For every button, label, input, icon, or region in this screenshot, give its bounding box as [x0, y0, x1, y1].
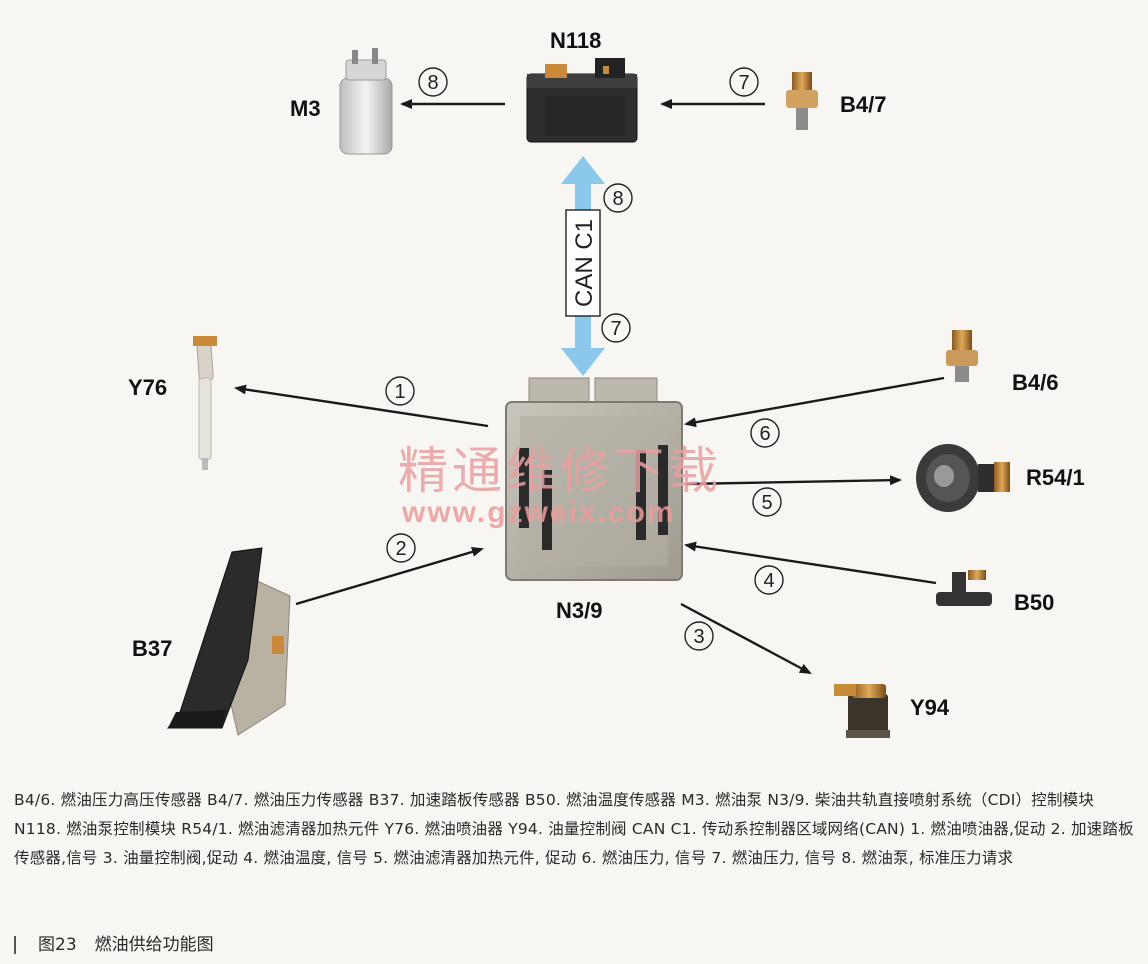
label-y94: Y94: [910, 695, 950, 720]
label-n118: N118: [550, 28, 601, 53]
circle-3: [684, 621, 714, 651]
arrow-signal-3: [680, 602, 812, 675]
figure-title-text: 燃油供给功能图: [94, 935, 214, 955]
circle-6: [750, 418, 780, 448]
title-bar-decoration: [14, 936, 16, 954]
signal-8-can: 8: [612, 188, 623, 210]
watermark-text: 精通维修下载: [398, 442, 722, 500]
circle-4: [754, 565, 784, 595]
signal-5: 5: [761, 492, 772, 514]
fuel-temperature-sensor-b50-image: [936, 570, 992, 606]
figure-number: 图23: [38, 935, 77, 955]
figure-title: 图23 燃油供给功能图: [14, 930, 214, 955]
signal-8-top: 8: [427, 72, 438, 94]
label-r54-1: R54/1: [1026, 465, 1085, 490]
arrow-signal-4: [684, 541, 937, 585]
quantity-control-valve-y94-image: [834, 684, 890, 738]
accelerator-pedal-b37-image: [167, 547, 291, 736]
can-label-box: [565, 209, 601, 317]
signal-4: 4: [763, 570, 774, 592]
fuel-pump-control-module-n118-image: [526, 58, 638, 143]
signal-7-top: 7: [738, 72, 749, 94]
fuel-pressure-sensor-b4-7-image: [786, 72, 818, 130]
circle-2: [386, 533, 416, 563]
figure-caption: B4/6. 燃油压力高压传感器 B4/7. 燃油压力传感器 B37. 加速踏板传…: [14, 791, 1134, 867]
circle-7-can: [601, 313, 631, 343]
can-bus-label: CAN C1: [571, 219, 598, 307]
circle-1: [385, 376, 415, 406]
signal-2: 2: [395, 538, 406, 560]
label-y76: Y76: [128, 375, 167, 400]
label-n3-9: N3/9: [556, 598, 602, 623]
cdi-control-module-n3-9-image: [505, 377, 683, 581]
label-b37: B37: [132, 636, 172, 661]
label-b4-6: B4/6: [1012, 370, 1058, 395]
arrow-signal-6: [684, 376, 945, 428]
watermark-url: www.gzweix.com: [401, 496, 676, 529]
arrow-signal-2: [295, 547, 484, 606]
fuel-injector-y76-image: [193, 336, 217, 470]
label-m3: M3: [290, 96, 321, 121]
circle-8-top: [418, 67, 448, 97]
arrow-signal-5: [685, 475, 902, 486]
arrow-signal-1: [234, 384, 489, 428]
circle-7-top: [729, 67, 759, 97]
signal-1: 1: [394, 381, 405, 403]
fuel-pump-m3-image: [339, 48, 393, 155]
label-b50: B50: [1014, 590, 1054, 615]
circle-8-can: [603, 183, 633, 213]
fuel-filter-heater-r54-1-image: [916, 444, 1010, 512]
fuel-supply-diagram: M3 N118 B4/7 8 7 CAN C1 8 7 Y76: [128, 28, 1085, 738]
circle-5: [752, 487, 782, 517]
label-b4-7: B4/7: [840, 92, 886, 117]
signal-6: 6: [759, 423, 770, 445]
high-pressure-sensor-b4-6-image: [946, 330, 978, 382]
signal-7-can: 7: [610, 318, 621, 340]
signal-3: 3: [693, 626, 704, 648]
